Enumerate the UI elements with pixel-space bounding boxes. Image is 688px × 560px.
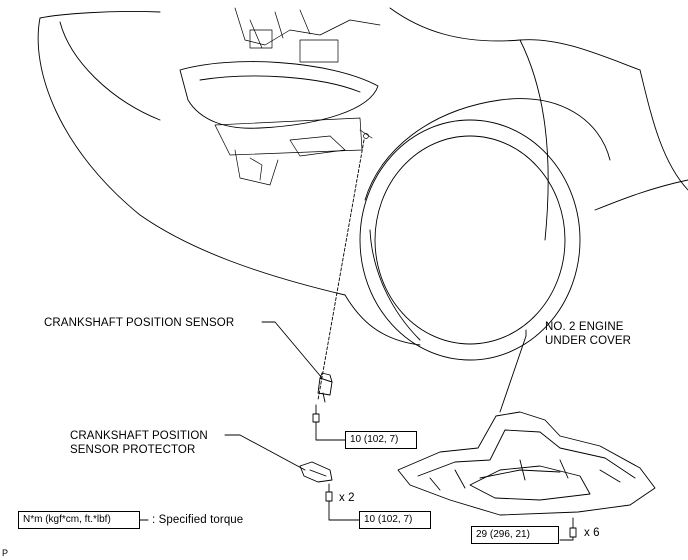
protector-label-line2: SENSOR PROTECTOR <box>70 444 196 456</box>
protector-leader <box>224 434 306 471</box>
protector-torque-leader <box>328 500 361 521</box>
protector-bolt <box>325 483 333 502</box>
under-cover-label-line1: NO. 2 ENGINE <box>545 321 624 333</box>
sensor-torque-box: 10 (102, 7) <box>345 431 417 449</box>
sensor-torque-leader <box>315 421 347 441</box>
cover-torque-leader <box>559 536 574 541</box>
protector-part <box>299 461 333 483</box>
protector-torque-box: 10 (102, 7) <box>359 511 431 529</box>
protector-label-line1: CRANKSHAFT POSITION <box>70 430 208 442</box>
legend-unit-box: N*m (kgf*cm, ft.*lbf) <box>18 511 140 529</box>
sensor-bolt <box>312 404 320 423</box>
under-cover-leader <box>499 329 527 413</box>
cover-quantity: x 6 <box>584 527 600 539</box>
front-tire <box>359 98 611 361</box>
under-cover-label-line2: UNDER COVER <box>545 335 632 347</box>
sensor-leader <box>261 321 323 379</box>
cover-torque-box: 29 (296, 21) <box>471 526 559 544</box>
cover-bolt <box>569 517 577 538</box>
vehicle-body <box>37 7 688 346</box>
sensor-leader-dashed <box>317 139 365 401</box>
crankshaft-sensor-label: CRANKSHAFT POSITION SENSOR <box>44 317 235 329</box>
under-cover-part <box>397 411 656 516</box>
protector-quantity: x 2 <box>339 492 355 504</box>
headlamp <box>179 61 379 129</box>
engine-compartment <box>214 7 381 186</box>
figure-code: P <box>2 548 9 558</box>
legend-description: : Specified torque <box>152 514 244 526</box>
